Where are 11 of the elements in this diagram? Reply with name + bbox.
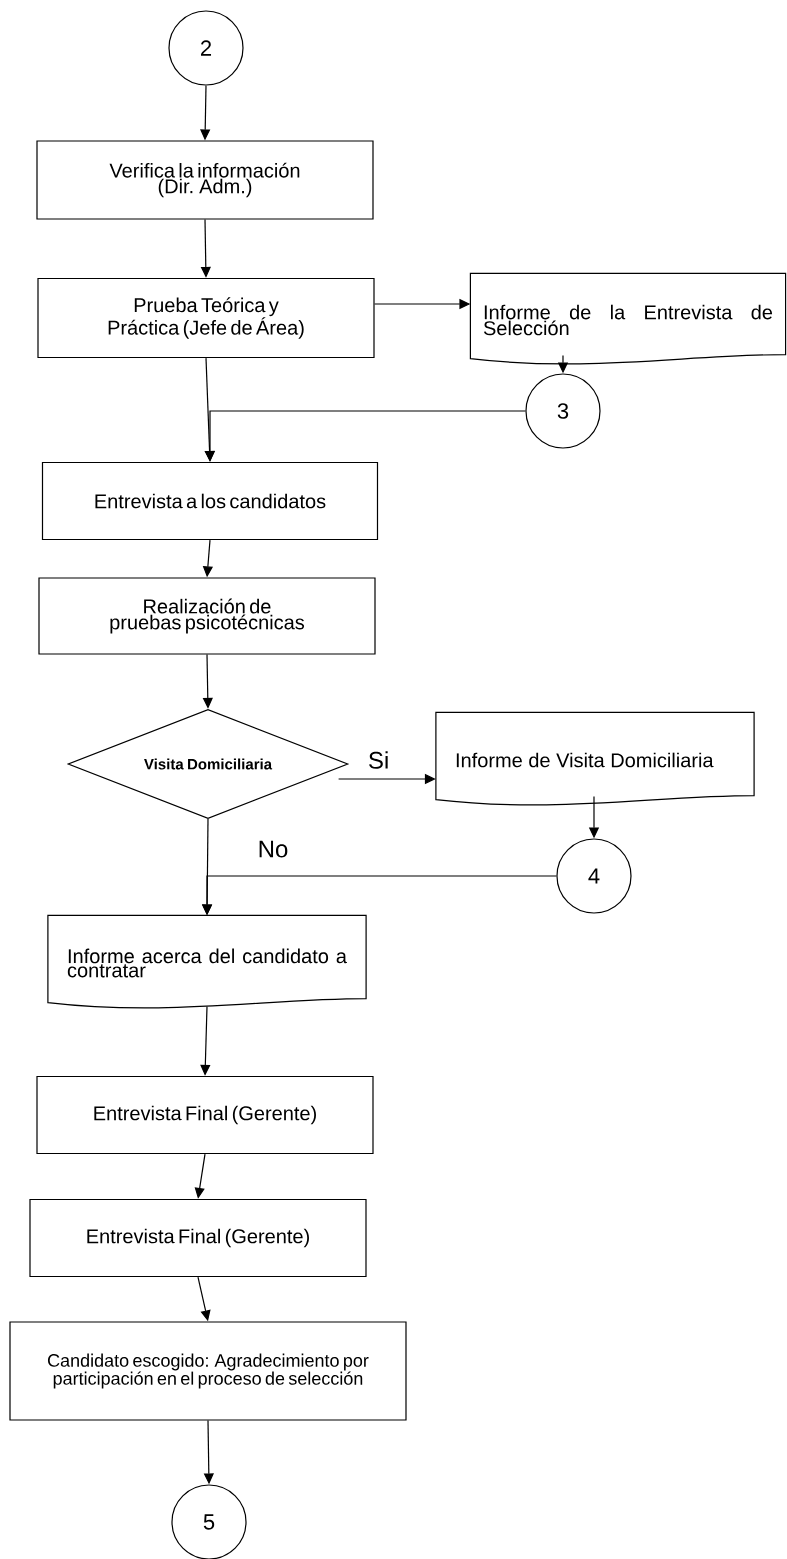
arrow	[200, 1006, 211, 1076]
process-box: Entrevista Final (Gerente)	[29, 1198, 367, 1278]
process-box: Verifica la información (Dir. Adm.)	[36, 140, 374, 220]
process-box: Realización de pruebas psicotécnicas	[38, 577, 376, 655]
process-box: Entrevista a los candidatos	[41, 461, 379, 541]
process-box: Entrevista Final (Gerente)	[36, 1075, 374, 1155]
process-box: Prueba Teórica y Práctica (Jefe de Área)	[37, 277, 375, 359]
arrow	[194, 1153, 206, 1199]
edge-label: No	[256, 839, 290, 859]
edge-label: Si	[366, 750, 391, 770]
process-box: Candidato escogido: Agradecimiento por participación en el proceso de selección	[9, 1321, 407, 1421]
